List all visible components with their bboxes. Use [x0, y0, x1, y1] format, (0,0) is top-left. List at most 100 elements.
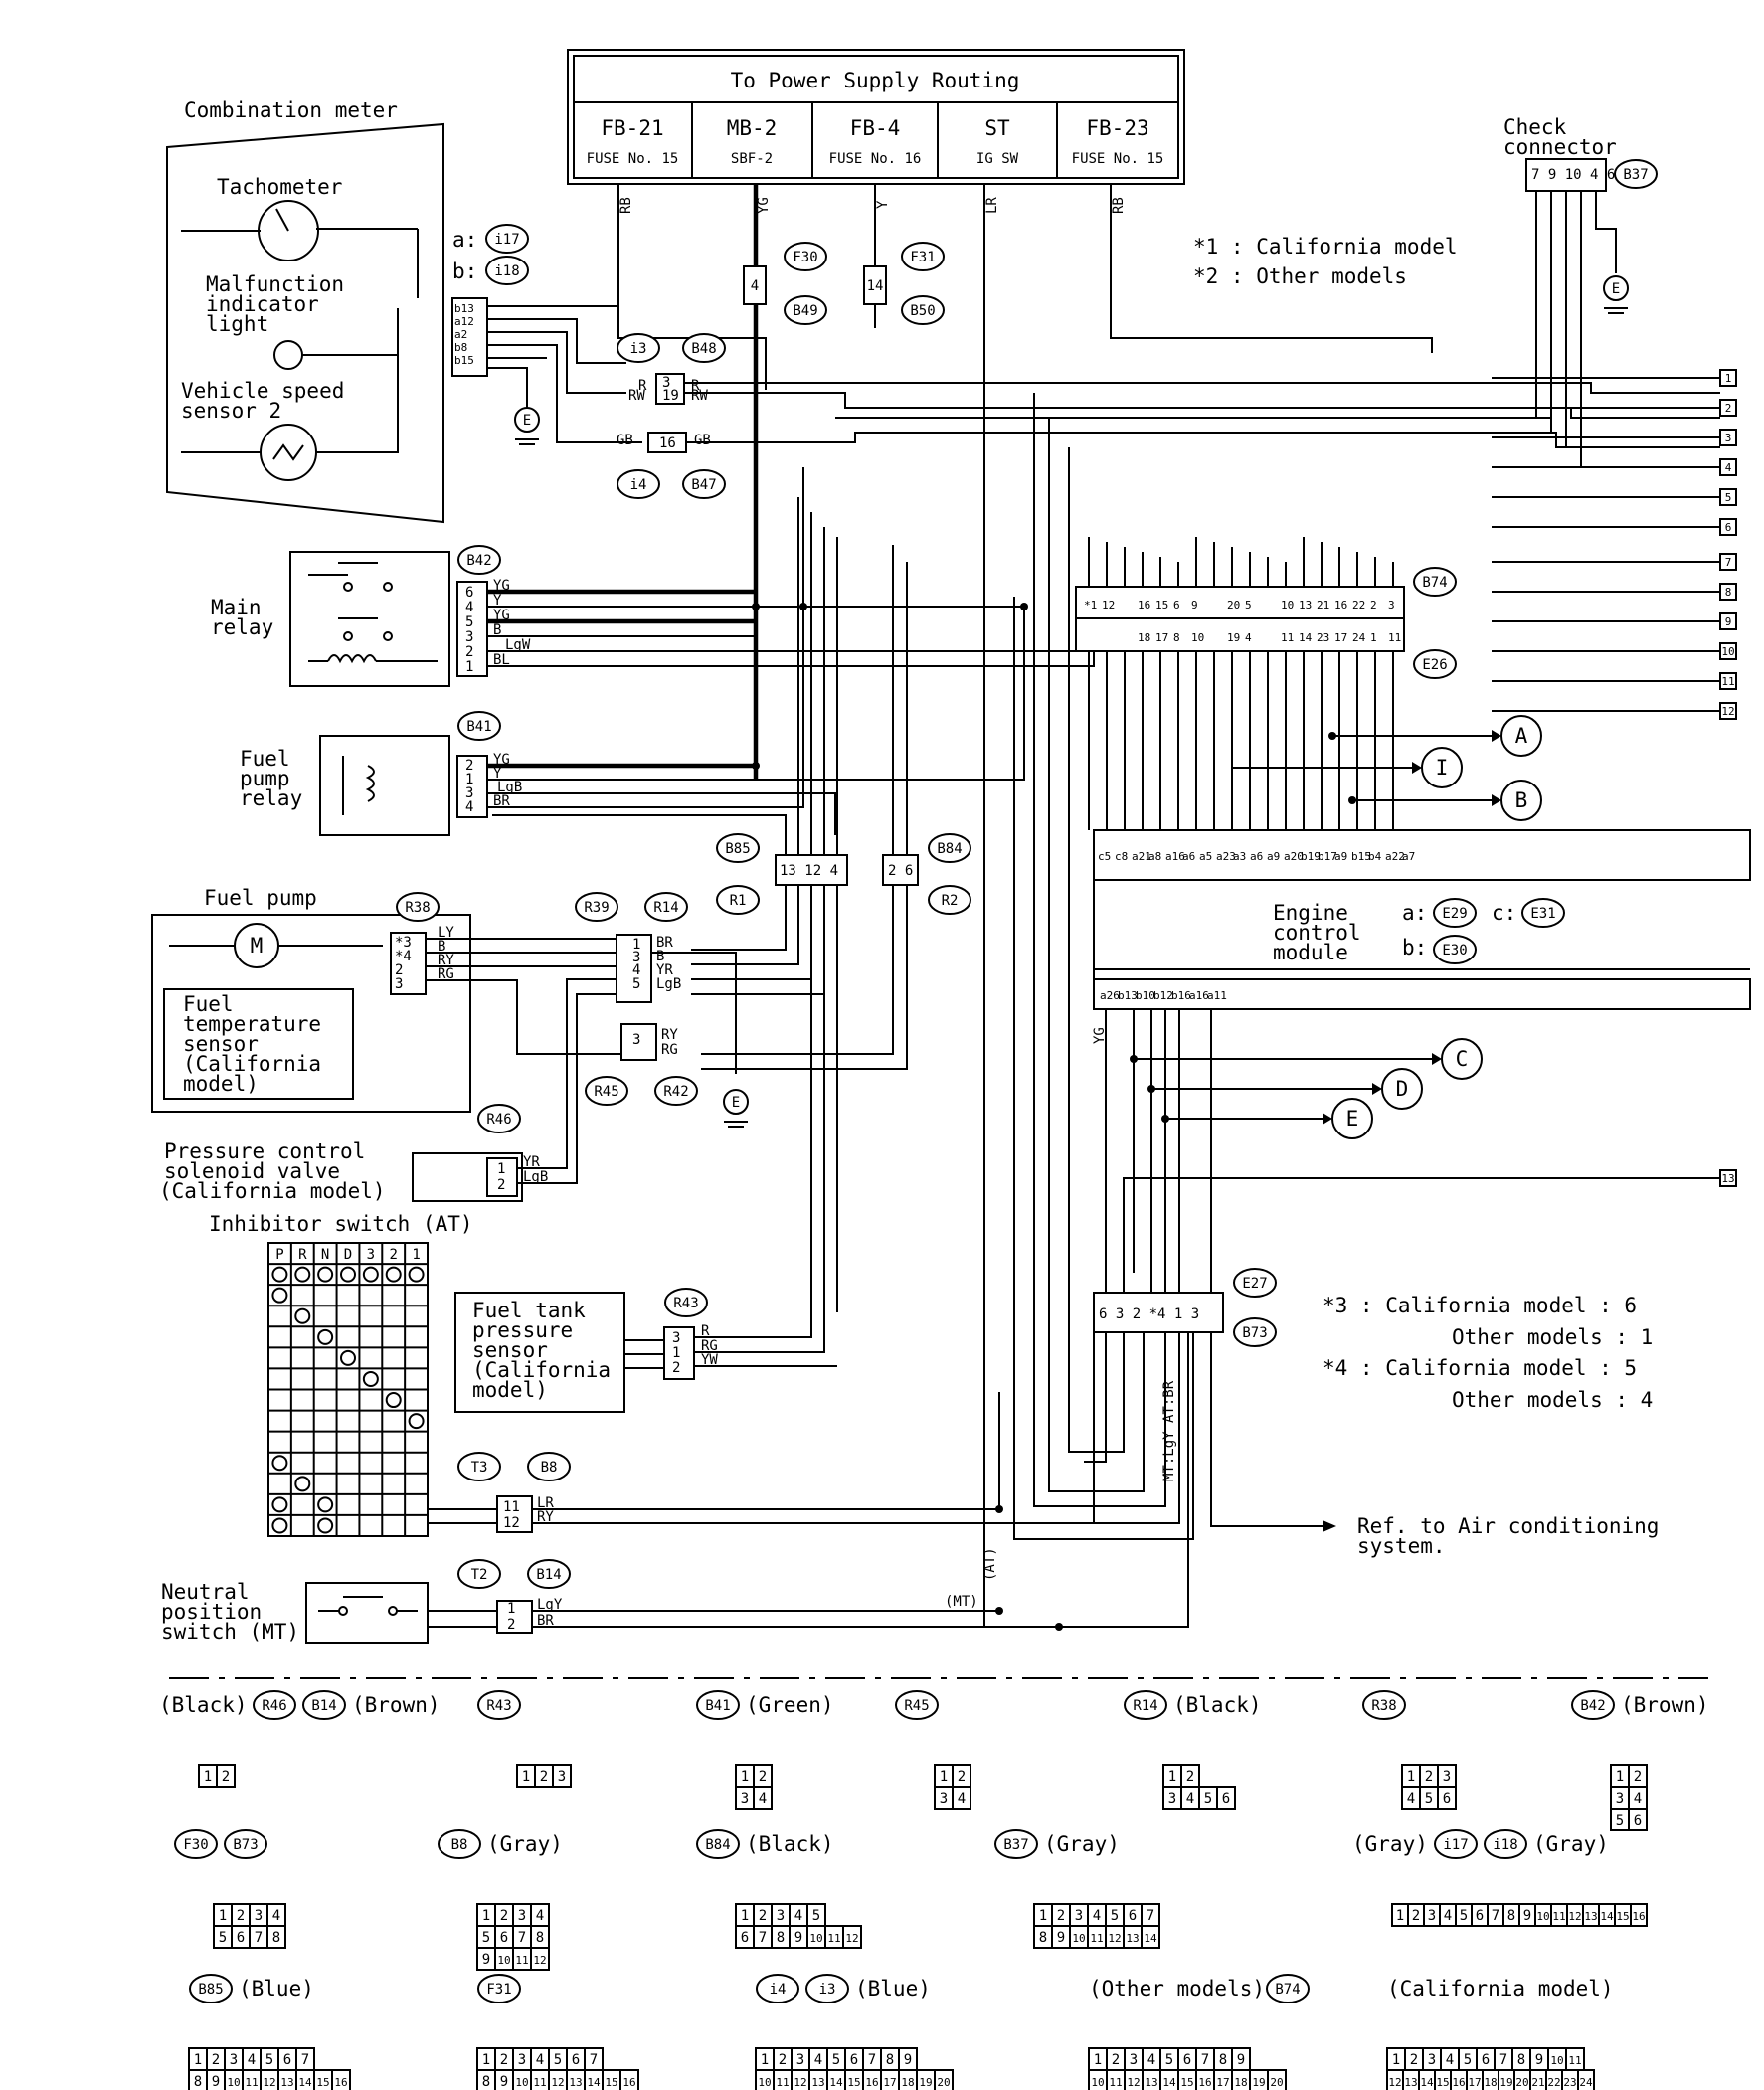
legend-pin: 3 — [1130, 2052, 1138, 2068]
legend-label: (Black) — [1173, 1693, 1262, 1717]
edge-ref-4: 4 — [1725, 461, 1732, 474]
b74-pin: 24 — [1352, 631, 1366, 644]
legend-conn-id: B85 — [198, 1982, 223, 1998]
svg-text:1: 1 — [465, 659, 473, 675]
b74-pin: 3 — [1388, 599, 1395, 611]
legend-pin: 2 — [237, 1908, 245, 1924]
fuel-temp-label-3: sensor — [183, 1032, 259, 1056]
at-label: (AT) — [982, 1547, 998, 1581]
legend-pin: 1 — [1616, 1769, 1624, 1785]
conn-f30: F30 — [793, 250, 817, 265]
inhibitor-contact — [385, 1266, 402, 1283]
legend-conn-id: B84 — [705, 1837, 730, 1853]
legend-pin: 2 — [1634, 1769, 1642, 1785]
legend-pin: 14 — [587, 2076, 601, 2089]
legend-pin: 1 — [761, 2052, 769, 2068]
ecm-pin: a23 — [1216, 850, 1236, 863]
conn-b47: B47 — [691, 477, 716, 493]
conn-b50: B50 — [910, 303, 935, 319]
inhibitor-pos-3: D — [344, 1247, 352, 1263]
legend-pin: 10 — [515, 2076, 528, 2089]
ecm-pin: b19 — [1301, 850, 1321, 863]
fb23-fuse: FUSE No. 15 — [1072, 151, 1164, 167]
legend-pin: 7 — [868, 2052, 876, 2068]
edge-ref-box — [1719, 672, 1737, 690]
svg-text:3: 3 — [465, 785, 473, 801]
svg-text:YG: YG — [493, 578, 510, 594]
legend-pin: 7 — [1492, 1908, 1499, 1924]
legend-pin: 2 — [1112, 2052, 1120, 2068]
legend-pin: 3 — [1168, 1791, 1176, 1807]
legend-conn-oval — [477, 1974, 521, 2003]
mil-label-3: light — [206, 312, 268, 336]
conn-b8: B8 — [541, 1460, 558, 1476]
combination-meter-label: Combination meter — [184, 98, 398, 122]
legend-pin: 20 — [1270, 2076, 1283, 2089]
svg-text:*3: *3 — [395, 935, 412, 951]
svg-text:R: R — [691, 378, 700, 394]
st-fuse: IG SW — [976, 151, 1019, 167]
legend-pin: 4 — [1407, 1791, 1415, 1807]
nps-label-3: switch (MT) — [161, 1620, 299, 1644]
edge-ref-7: 7 — [1725, 556, 1732, 569]
b74-pin: 8 — [1173, 631, 1180, 644]
legend-pin: 8 — [1039, 1930, 1047, 1946]
legend-pin: 3 — [1443, 1769, 1451, 1785]
b74-pin: 14 — [1299, 631, 1313, 644]
svg-text:5: 5 — [465, 614, 473, 630]
ecm-conn-a-prefix: a: — [1402, 901, 1427, 925]
pcsv-label-1: Pressure control — [164, 1139, 365, 1163]
inhibitor-contact — [317, 1496, 334, 1513]
svg-text:RG: RG — [438, 966, 454, 982]
legend-pin: 11 — [515, 1954, 528, 1967]
legend-conn-id: B42 — [1580, 1698, 1605, 1714]
legend-pin: 20 — [937, 2076, 950, 2089]
inhibitor-grid — [268, 1243, 428, 1536]
ecm-pin: a11 — [1207, 989, 1227, 1002]
svg-text:M: M — [251, 934, 264, 958]
legend-pin-cell — [1630, 1903, 1648, 1927]
legend-pin: 15 — [1616, 1910, 1629, 1923]
legend-pin: 13 — [1126, 1932, 1139, 1945]
legend-label: (Brown) — [352, 1693, 441, 1717]
svg-text:4: 4 — [751, 278, 759, 294]
legend-label: (California model) — [1387, 1977, 1614, 2001]
legend-pin: 9 — [904, 2052, 912, 2068]
conn-r42: R42 — [663, 1084, 688, 1100]
legend-pin: 12 — [1388, 2076, 1401, 2089]
legend-pin: 17 — [883, 2076, 896, 2089]
legend-conn-id: R46 — [262, 1698, 286, 1714]
ecm-pin: a6 — [1250, 850, 1263, 863]
legend-pin: 3 — [518, 2052, 526, 2068]
svg-text:*4: *4 — [395, 949, 412, 964]
ftps-label-4: (California — [472, 1358, 611, 1382]
legend-pin: 7 — [301, 2052, 309, 2068]
svg-text:YG: YG — [493, 608, 510, 623]
inhibitor-contact — [317, 1266, 334, 1283]
ecm-pin: a21 — [1132, 850, 1151, 863]
legend-pin: 9 — [500, 2074, 508, 2090]
legend-pin-cell — [934, 2069, 954, 2090]
legend-pin: 2 — [1057, 1908, 1065, 1924]
wire-rb: RB — [618, 197, 634, 214]
legend-pin: 3 — [940, 1791, 948, 1807]
edge-ref-10: 10 — [1721, 645, 1734, 658]
svg-text:3: 3 — [632, 950, 640, 965]
note-4a: *4 : California model : 5 — [1323, 1356, 1637, 1380]
svg-text:RW: RW — [691, 388, 708, 404]
legend-conn-id: B14 — [311, 1698, 336, 1714]
fuel-temp-label-2: temperature — [183, 1012, 321, 1036]
legend-pin: 18 — [1234, 2076, 1247, 2089]
b74-pin: 11 — [1388, 631, 1401, 644]
legend-pin: 9 — [1523, 1908, 1531, 1924]
wire-y: Y — [875, 200, 891, 209]
legend-pin: 8 — [1507, 1908, 1515, 1924]
legend-pin: 9 — [212, 2074, 220, 2090]
svg-text:RG: RG — [661, 1042, 678, 1058]
legend-pin: 14 — [1600, 1910, 1614, 1923]
tachometer-label: Tachometer — [217, 175, 342, 199]
conn-i18: i18 — [494, 263, 519, 279]
